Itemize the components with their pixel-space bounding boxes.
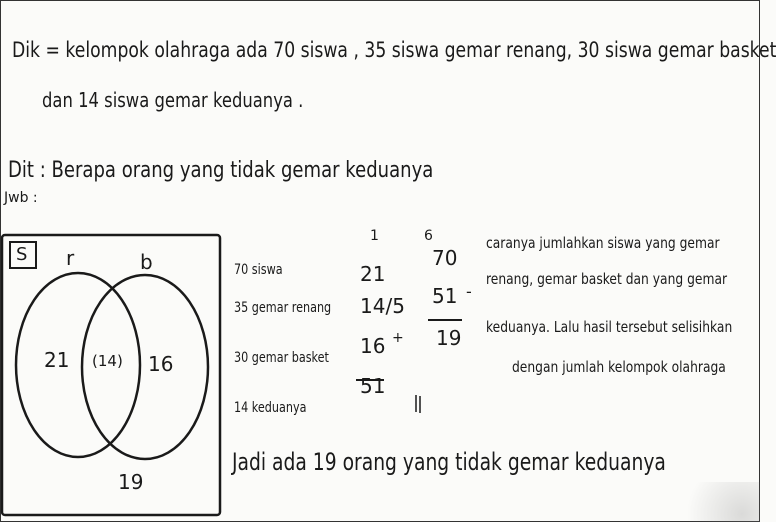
dik-line-1: Dik = kelompok olahraga ada 70 siswa , 3… [12,38,776,62]
given-both: 14 keduanya [234,400,307,416]
universe-label-box [9,241,37,269]
explanation-line-3: keduanya. Lalu hasil tersebut selisihkan [486,318,733,336]
sub-row-2: 51 [432,284,458,308]
universe-label: S [16,244,28,265]
universe-box [0,233,222,517]
circle-basket [80,273,210,461]
add-row-1: 21 [360,262,386,286]
add-result: 51 [360,374,386,398]
given-renang: 35 gemar renang [234,300,332,316]
add-row-3: 16 [360,334,386,358]
set-label-r: r [66,246,75,270]
sub-row-1: 70 [432,246,458,270]
borrow-digit: 6 [424,228,433,244]
given-basket: 30 gemar basket [234,350,329,366]
given-total: 70 siswa [234,262,283,278]
minus-sign: - [466,282,472,301]
sub-result: 19 [436,326,462,350]
carry-digit: 1 [370,228,379,244]
plus-sign: + [392,330,404,346]
scan-smudge [670,482,760,522]
only-renang-value: 21 [44,348,70,372]
dik-line-2: dan 14 siswa gemar keduanya . [42,88,304,112]
explanation-line-4: dengan jumlah kelompok olahraga [512,358,726,376]
outside-value: 19 [118,470,144,494]
add-row-2: 14/5 [360,294,405,318]
set-label-b: b [140,250,153,274]
dit-question: Dit : Berapa orang yang tidak gemar kedu… [8,158,434,183]
explanation-line-1: caranya jumlahkan siswa yang gemar [486,234,720,252]
intersection-value: (14) [92,352,123,370]
jwb-label: Jwb : [4,190,38,206]
conclusion: Jadi ada 19 orang yang tidak gemar kedua… [232,448,666,476]
circle-renang [14,271,142,459]
explanation-line-2: renang, gemar basket dan yang gemar [486,270,728,288]
only-basket-value: 16 [148,352,174,376]
venn-diagram [0,233,462,517]
